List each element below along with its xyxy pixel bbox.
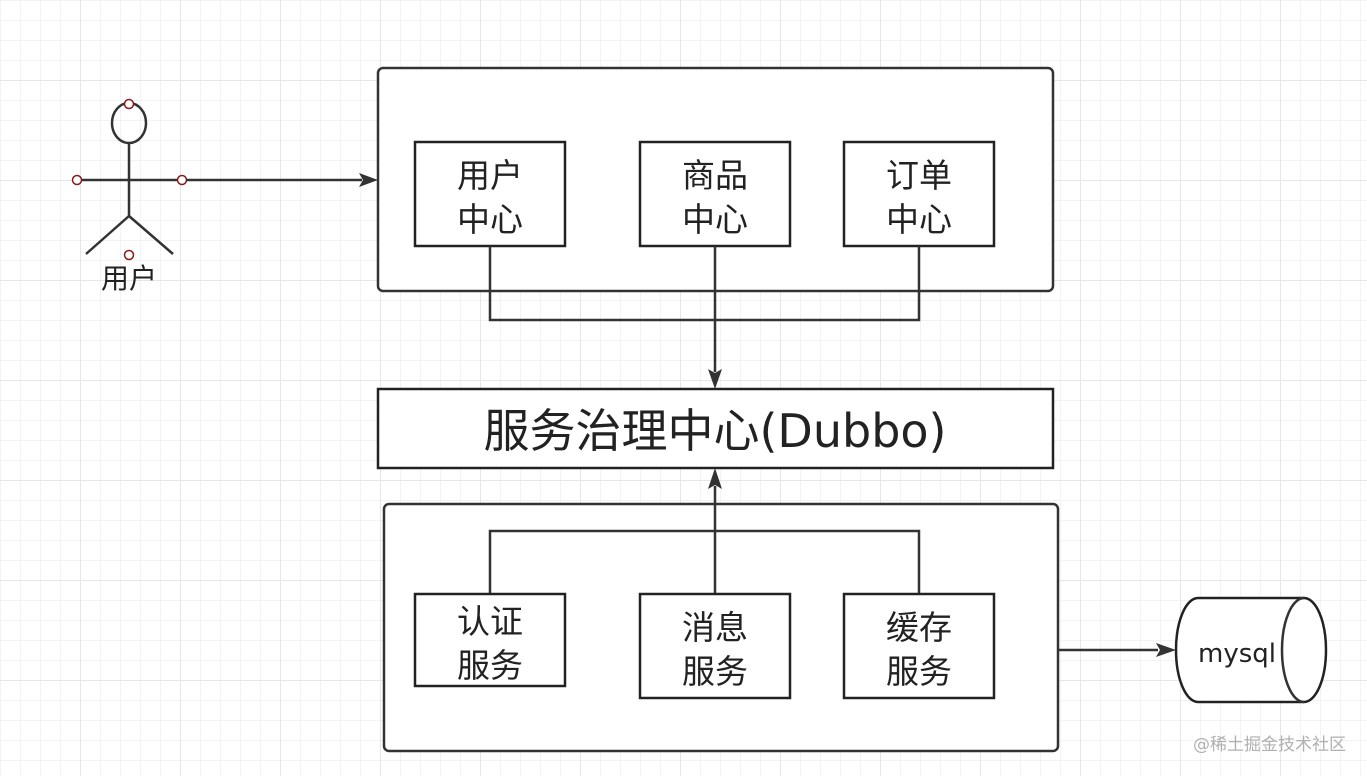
service-label-line2: 服务 <box>886 652 952 691</box>
governance-label: 服务治理中心(Dubbo) <box>483 404 946 458</box>
service-label-line1: 认证 <box>457 602 523 641</box>
service-label-line2: 服务 <box>682 652 748 691</box>
connector-frontend-to-governance <box>488 246 921 389</box>
service-label-line1: 缓存 <box>886 608 952 647</box>
service-label-line1: 商品 <box>682 156 748 195</box>
database-label: mysql <box>1198 639 1276 669</box>
governance-center-box: 服务治理中心(Dubbo) <box>376 387 1055 470</box>
service-label-line1: 订单 <box>886 156 952 195</box>
service-label-line2: 中心 <box>457 200 523 239</box>
service-label-line2: 中心 <box>682 200 748 239</box>
service-box-auth-service: 认证 服务 <box>413 592 567 688</box>
connection-point-left <box>71 174 83 186</box>
watermark: @稀土掘金技术社区 <box>1193 735 1346 755</box>
connection-point-bottom <box>123 249 135 261</box>
service-box-order-center: 订单 中心 <box>842 140 996 248</box>
user-actor: 用户 <box>71 98 188 295</box>
arrow-user-to-frontend <box>186 173 378 187</box>
service-box-message-service: 消息 服务 <box>638 592 792 700</box>
service-label-line1: 用户 <box>457 156 523 195</box>
actor-label: 用户 <box>101 262 157 295</box>
service-label-line1: 消息 <box>682 608 748 647</box>
service-label-line2: 中心 <box>886 200 952 239</box>
service-box-cache-service: 缓存 服务 <box>842 592 996 700</box>
connection-point-right <box>176 174 188 186</box>
connection-point-top <box>123 98 135 110</box>
arrow-backend-to-mysql <box>1058 643 1176 657</box>
actor-left-leg <box>85 215 130 255</box>
service-box-user-center: 用户 中心 <box>413 140 567 248</box>
connector-backend-to-governance <box>488 468 921 594</box>
database-cylinder-face <box>1280 596 1305 704</box>
mysql-database: mysql <box>1174 596 1328 704</box>
actor-right-leg <box>128 215 174 255</box>
service-box-product-center: 商品 中心 <box>638 140 792 248</box>
service-label-line2: 服务 <box>457 646 523 685</box>
